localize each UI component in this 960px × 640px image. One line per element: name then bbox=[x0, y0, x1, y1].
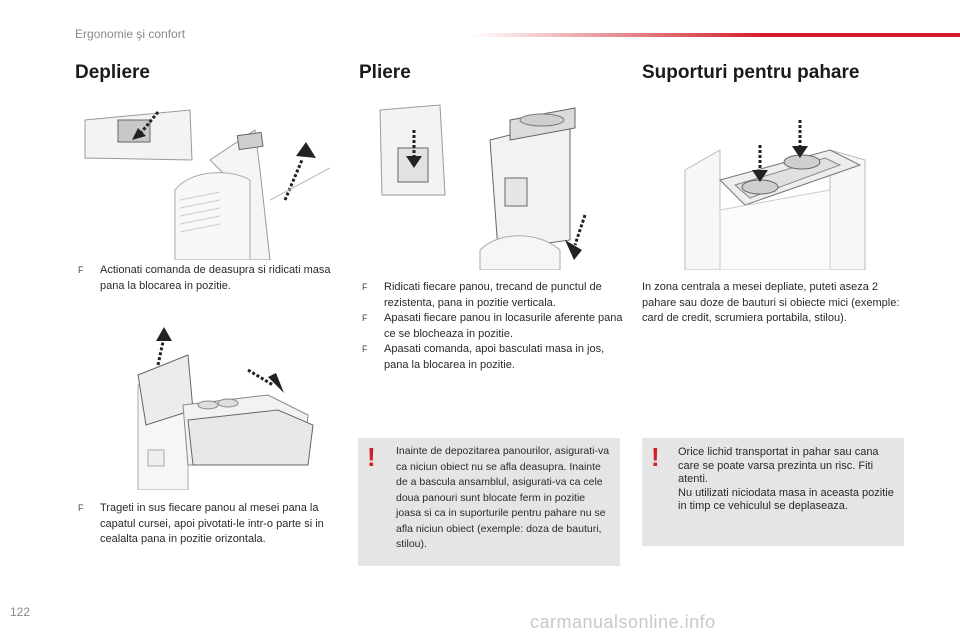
bullet-marker: F bbox=[78, 265, 84, 275]
bullet-marker: F bbox=[362, 344, 368, 354]
bullet-marker: F bbox=[362, 282, 368, 292]
warning-text-pliere: Inainte de depozitarea panourilor, asigu… bbox=[396, 445, 610, 550]
warning-icon: ! bbox=[367, 442, 376, 472]
bullet-marker: F bbox=[362, 313, 368, 323]
suporturi-text: In zona centrala a mesei depliate, putet… bbox=[642, 281, 900, 324]
page-header-title: Ergonomie şi confort bbox=[75, 27, 186, 41]
bullet-marker: F bbox=[78, 503, 84, 513]
warning-box-pliere: ! Inainte de depozitarea panourilor, asi… bbox=[358, 438, 620, 566]
watermark: carmanualsonline.info bbox=[530, 612, 716, 632]
header-accent-line bbox=[470, 33, 960, 37]
warning-text-suporturi: Orice lichid transportat in pahar sau ca… bbox=[678, 446, 894, 512]
illustration-cup-holders bbox=[684, 120, 866, 270]
warning-box-suporturi: ! Orice lichid transportat in pahar sau … bbox=[642, 438, 904, 546]
heading-pliere: Pliere bbox=[359, 62, 411, 83]
illustration-unfold-panels bbox=[137, 327, 314, 490]
heading-depliere: Depliere bbox=[75, 62, 150, 83]
illustration-fold bbox=[379, 104, 587, 270]
heading-suporturi: Suporturi pentru pahare bbox=[642, 62, 860, 83]
illustration-unfold-lift bbox=[84, 109, 331, 260]
page-number: 122 bbox=[10, 605, 31, 619]
warning-icon: ! bbox=[651, 442, 660, 472]
